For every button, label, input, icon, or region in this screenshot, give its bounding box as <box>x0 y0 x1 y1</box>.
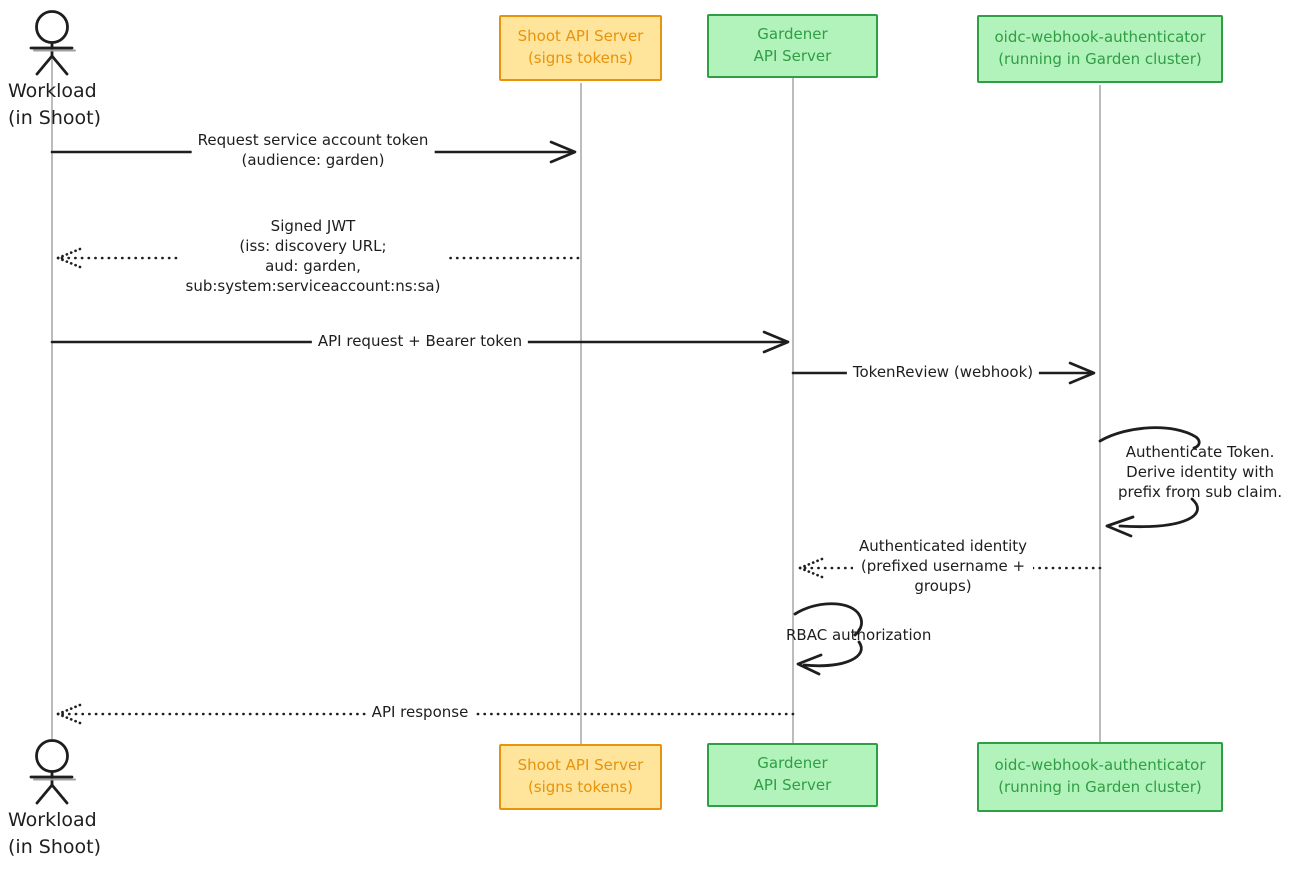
arrow-head <box>1068 361 1096 385</box>
message-api-response: API response <box>365 702 475 724</box>
actor-leg-left <box>35 54 54 76</box>
participant-oidc-webhook-authenticator-top: oidc-webhook-authenticator (running in G… <box>977 15 1223 83</box>
actor-label-workload-bottom: Workload (in Shoot) <box>8 809 101 858</box>
participant-label: Gardener API Server <box>753 25 832 65</box>
message-request-token: Request service account token (audience:… <box>191 130 435 172</box>
actor-leg-left <box>35 783 54 805</box>
self-loop-authenticate <box>1098 426 1201 538</box>
arrow-head <box>549 140 577 164</box>
actor-label-workload-top: Workload (in Shoot) <box>8 80 101 129</box>
participant-shoot-api-server-top: Shoot API Server (signs tokens) <box>499 15 662 81</box>
participant-label: oidc-webhook-authenticator (running in G… <box>994 756 1206 796</box>
message-authenticated-identity: Authenticated identity (prefixed usernam… <box>852 536 1034 598</box>
message-authenticate-token: Authenticate Token. Derive identity with… <box>1118 443 1283 501</box>
participant-gardener-api-server-bottom: Gardener API Server <box>707 743 878 807</box>
participant-label: Gardener API Server <box>753 754 832 794</box>
arrow-head <box>56 712 82 725</box>
arrow-head <box>762 330 790 354</box>
arrow-api-response <box>56 703 795 725</box>
participant-label: Shoot API Server (signs tokens) <box>517 756 644 796</box>
arrow-signed-jwt <box>56 247 580 269</box>
arrow-head <box>798 557 824 570</box>
message-token-review: TokenReview (webhook) <box>846 362 1040 384</box>
participant-shoot-api-server-bottom: Shoot API Server (signs tokens) <box>499 744 662 810</box>
loop-curve-top <box>793 602 863 637</box>
actor-figure-workload-top <box>29 10 76 76</box>
loop-curve-top <box>1098 426 1201 450</box>
actor-head <box>35 739 69 773</box>
participant-gardener-api-server-top: Gardener API Server <box>707 14 878 78</box>
lifelines <box>51 42 1101 744</box>
participant-label: Shoot API Server (signs tokens) <box>517 27 644 67</box>
message-signed-jwt: Signed JWT (iss: discovery URL; aud: gar… <box>179 216 447 298</box>
loop-curve-bottom <box>1118 497 1199 529</box>
arrow-head <box>56 247 82 260</box>
self-loop-rbac <box>793 602 863 676</box>
loop-curve-bottom <box>802 640 863 668</box>
participant-oidc-webhook-authenticator-bottom: oidc-webhook-authenticator (running in G… <box>977 742 1223 812</box>
message-api-request: API request + Bearer token <box>311 331 529 353</box>
message-rbac-authorization: RBAC authorization <box>786 626 932 645</box>
participant-label: oidc-webhook-authenticator (running in G… <box>994 28 1206 68</box>
arrow-authenticated-identity <box>798 557 1102 579</box>
actor-head <box>35 10 69 44</box>
arrow-head <box>796 653 823 676</box>
actor-leg-right <box>50 783 69 805</box>
actor-leg-right <box>50 54 69 76</box>
arrow-head <box>56 703 82 716</box>
actor-figure-workload-bottom <box>29 739 76 805</box>
arrow-head <box>1105 515 1135 538</box>
arrow-head <box>56 256 82 269</box>
arrow-head <box>798 566 824 579</box>
